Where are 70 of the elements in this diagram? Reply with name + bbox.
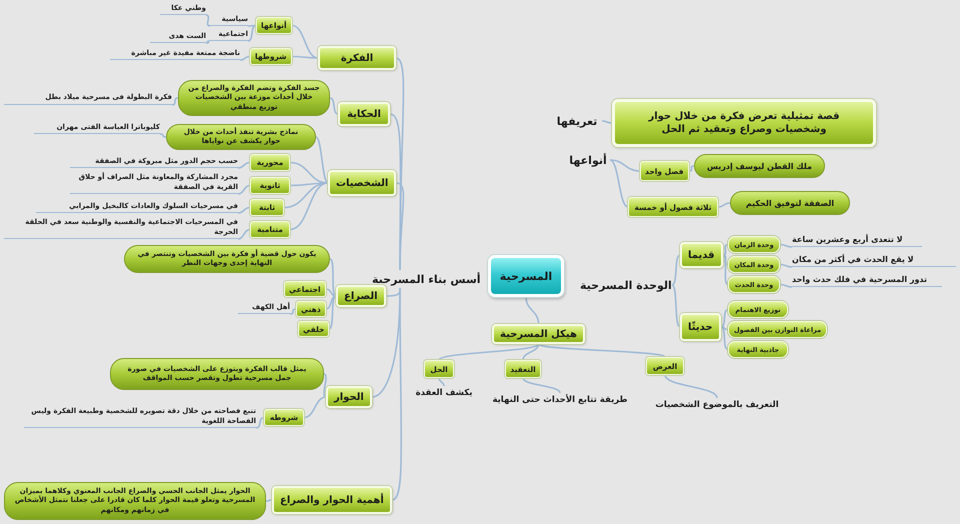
connector-line bbox=[238, 184, 250, 195]
branch-text: طريقة تتابع الأحداث حتى النهاية bbox=[480, 393, 640, 406]
branch-text: لا تتعدى أربع وعشرين ساعة bbox=[792, 234, 922, 247]
topic-label: تعريفها bbox=[552, 113, 602, 129]
connector-line bbox=[780, 284, 792, 288]
topic-label: أسس بناء المسرحية bbox=[372, 270, 481, 288]
connector-line bbox=[610, 159, 628, 208]
topic-box: الحكاية bbox=[338, 102, 390, 126]
connector-line bbox=[266, 499, 272, 502]
connector-line bbox=[330, 97, 338, 115]
connector-line bbox=[522, 344, 540, 360]
note-bubble: الصفقة لتوفيق الحكيم bbox=[730, 191, 850, 215]
connector-line bbox=[206, 40, 210, 44]
connector-line bbox=[538, 343, 666, 358]
connector-line bbox=[664, 374, 718, 398]
connector-line bbox=[326, 288, 336, 297]
connector-line bbox=[438, 378, 445, 386]
connector-line bbox=[172, 97, 178, 106]
topic-box: أهمية الحوار والصراع bbox=[272, 486, 392, 514]
connector-line bbox=[304, 396, 326, 418]
connector-line bbox=[780, 264, 792, 268]
connector-line bbox=[722, 244, 728, 256]
connector-line bbox=[290, 308, 296, 315]
connector-line bbox=[326, 295, 336, 310]
topic-label: أنواعها bbox=[566, 152, 610, 168]
topic-box: الشخصيات bbox=[328, 170, 396, 196]
connector-line bbox=[238, 206, 250, 214]
topic-box: قصة تمثيلية تعرض فكرة من خلال حوار وشخصيات وصراع وتعقيد ثم الحل bbox=[612, 99, 876, 147]
connector-line bbox=[248, 24, 256, 42]
central-topic-box: المسرحية bbox=[488, 255, 564, 297]
branch-text: تدور المسرحية في فلك حدث واحد bbox=[792, 274, 942, 287]
topic-box: هيكل المسرحية bbox=[492, 324, 585, 344]
topic-box: قديما bbox=[680, 242, 723, 268]
connector-line bbox=[522, 378, 561, 394]
connector-line bbox=[290, 162, 328, 184]
connector-line bbox=[396, 182, 404, 270]
topic-label: الوحدة المسرحية bbox=[580, 276, 672, 294]
connector-line bbox=[316, 136, 328, 184]
connector-line bbox=[672, 284, 680, 328]
topic-box: الحوار bbox=[326, 386, 372, 408]
connector-line bbox=[438, 343, 540, 361]
connector-line bbox=[718, 202, 730, 208]
connector-line bbox=[780, 244, 792, 248]
connector-line bbox=[720, 308, 728, 328]
connector-line bbox=[238, 228, 250, 240]
connector-line bbox=[525, 296, 540, 324]
connector-line bbox=[240, 56, 250, 61]
branch-text: يكشف العقدة bbox=[414, 386, 474, 399]
connector-line bbox=[672, 254, 680, 286]
connector-line bbox=[323, 373, 327, 398]
connector-line bbox=[160, 133, 166, 138]
topic-box: حديثًا bbox=[680, 313, 721, 341]
connector-line bbox=[602, 120, 612, 124]
connector-line bbox=[722, 254, 728, 266]
connector-line bbox=[392, 288, 402, 501]
connector-line bbox=[722, 254, 728, 286]
connector-line bbox=[720, 326, 728, 350]
connector-line bbox=[292, 56, 318, 59]
connector-line bbox=[290, 182, 328, 230]
note-bubble: ملك القطن ليوسف إدريس bbox=[694, 154, 825, 178]
connector-line bbox=[292, 24, 318, 59]
connector-line bbox=[328, 295, 336, 330]
connector-line bbox=[238, 162, 250, 169]
topic-box: الفكرة bbox=[318, 46, 396, 70]
branch-text: التعريف بالموضوع الشخصيات bbox=[652, 398, 782, 411]
connector-line bbox=[206, 14, 210, 27]
branch-text: لا يقع الحدث في أكثر من مكان bbox=[792, 254, 956, 267]
connector-line bbox=[256, 416, 264, 429]
topic-box: الصراع bbox=[336, 285, 386, 307]
connector-line bbox=[610, 159, 640, 172]
